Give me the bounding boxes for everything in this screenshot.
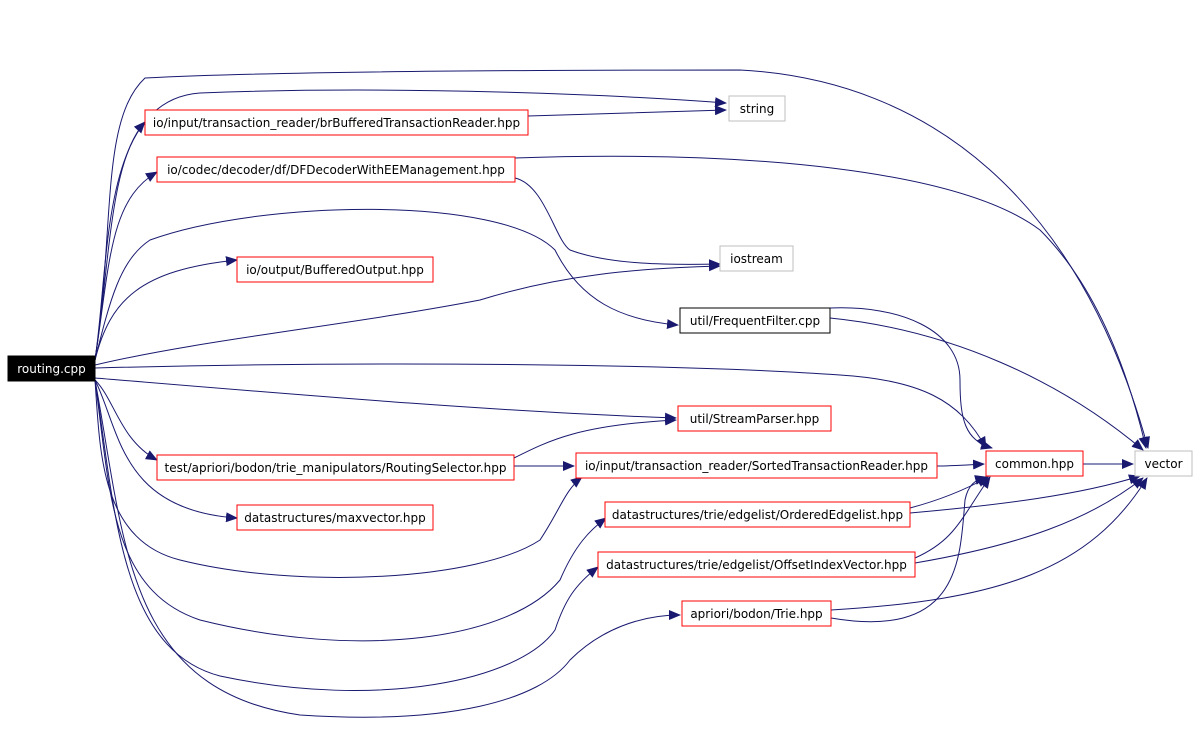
- edges: [94, 69, 1150, 718]
- node-box: [677, 405, 832, 432]
- node-box: [604, 501, 911, 528]
- edge-routing-to-sorted-reader: [94, 379, 583, 578]
- edge-routing-to-maxvector: [94, 379, 238, 523]
- node-iostream[interactable]: iostream: [719, 245, 794, 272]
- node-string[interactable]: string: [728, 95, 786, 122]
- nodes: routing.cpp io/input/transaction_reader/…: [7, 95, 1193, 627]
- node-box: [7, 355, 96, 382]
- node-box: [144, 109, 529, 136]
- node-offset-index-vector[interactable]: datastructures/trie/edgelist/OffsetIndex…: [597, 551, 916, 578]
- node-df-decoder[interactable]: io/codec/decoder/df/DFDecoderWithEEManag…: [156, 156, 516, 183]
- node-box: [236, 504, 434, 531]
- edge-trie-to-vector: [830, 477, 1148, 611]
- node-buffered-output[interactable]: io/output/BufferedOutput.hpp: [236, 256, 434, 283]
- node-label: datastructures/trie/edgelist/OrderedEdge…: [612, 508, 903, 522]
- edge-sorted-reader-to-common: [936, 459, 985, 470]
- node-box: [156, 156, 516, 183]
- edge-offset-index-to-vector: [914, 477, 1144, 564]
- node-label: vector: [1144, 457, 1182, 471]
- node-label: apriori/bodon/Trie.hpp: [690, 607, 822, 621]
- node-label: io/codec/decoder/df/DFDecoderWithEEManag…: [167, 163, 505, 177]
- node-box: [985, 450, 1084, 477]
- edge-frequent-filter-to-vector: [829, 317, 1144, 451]
- node-common[interactable]: common.hpp: [985, 450, 1084, 477]
- edge-routing-to-trie: [94, 379, 681, 718]
- edge-routing-to-br-reader: [94, 121, 146, 361]
- node-label: datastructures/trie/edgelist/OffsetIndex…: [606, 558, 907, 572]
- edge-trie-to-common: [830, 475, 987, 623]
- node-label: io/input/transaction_reader/brBufferedTr…: [153, 116, 520, 130]
- node-label: routing.cpp: [17, 362, 86, 376]
- edge-routing-to-frequent-filter: [94, 208, 679, 361]
- node-box: [681, 600, 832, 627]
- node-label: string: [740, 102, 774, 116]
- edge-routing-to-df-decoder: [94, 171, 158, 361]
- node-sorted-transaction-reader[interactable]: io/input/transaction_reader/SortedTransa…: [575, 452, 938, 479]
- edge-routing-to-iostream: [94, 261, 721, 366]
- node-box: [236, 256, 434, 283]
- edge-ordered-edgelist-to-common: [909, 476, 989, 509]
- node-maxvector[interactable]: datastructures/maxvector.hpp: [236, 504, 434, 531]
- edge-routing-to-routing-selector: [94, 379, 158, 461]
- node-label: io/output/BufferedOutput.hpp: [246, 263, 424, 277]
- node-label: util/FrequentFilter.cpp: [690, 314, 820, 328]
- node-box: [597, 551, 916, 578]
- node-label: datastructures/maxvector.hpp: [244, 511, 426, 525]
- node-label: common.hpp: [995, 457, 1074, 471]
- node-box: [719, 245, 794, 272]
- edge-routing-to-buffered-output: [94, 256, 238, 361]
- edge-df-decoder-to-vector: [514, 155, 1149, 449]
- edge-routing-to-common: [94, 363, 987, 449]
- node-box: [679, 307, 831, 334]
- node-box: [575, 452, 938, 479]
- node-stream-parser[interactable]: util/StreamParser.hpp: [677, 405, 832, 432]
- edge-frequent-filter-to-common: [829, 307, 993, 450]
- node-box: [1134, 450, 1193, 477]
- node-frequent-filter[interactable]: util/FrequentFilter.cpp: [679, 307, 831, 334]
- node-label: test/apriori/bodon/trie_manipulators/Rou…: [165, 461, 507, 475]
- node-vector[interactable]: vector: [1134, 450, 1193, 477]
- edge-routing-to-vector: [94, 69, 1150, 449]
- node-ordered-edgelist[interactable]: datastructures/trie/edgelist/OrderedEdge…: [604, 501, 911, 528]
- node-trie[interactable]: apriori/bodon/Trie.hpp: [681, 600, 832, 627]
- edge-df-decoder-to-iostream: [514, 177, 721, 270]
- edge-routing-to-string: [94, 89, 727, 361]
- node-label: io/input/transaction_reader/SortedTransa…: [585, 459, 928, 473]
- edge-ordered-edgelist-to-vector: [909, 474, 1141, 514]
- edge-routing-selector-to-stream-parser: [513, 415, 677, 459]
- edge-offset-index-to-common: [914, 476, 991, 559]
- node-label: util/StreamParser.hpp: [690, 412, 820, 426]
- node-label: iostream: [730, 252, 783, 266]
- node-box: [728, 95, 786, 122]
- node-routing-cpp[interactable]: routing.cpp: [7, 355, 96, 382]
- node-routing-selector[interactable]: test/apriori/bodon/trie_manipulators/Rou…: [156, 454, 515, 481]
- node-box: [156, 454, 515, 481]
- edge-routing-to-stream-parser: [94, 377, 677, 423]
- edge-routing-to-offset-index: [94, 379, 599, 692]
- node-br-buffered-transaction-reader[interactable]: io/input/transaction_reader/brBufferedTr…: [144, 109, 529, 136]
- edge-br-reader-to-string: [527, 105, 727, 117]
